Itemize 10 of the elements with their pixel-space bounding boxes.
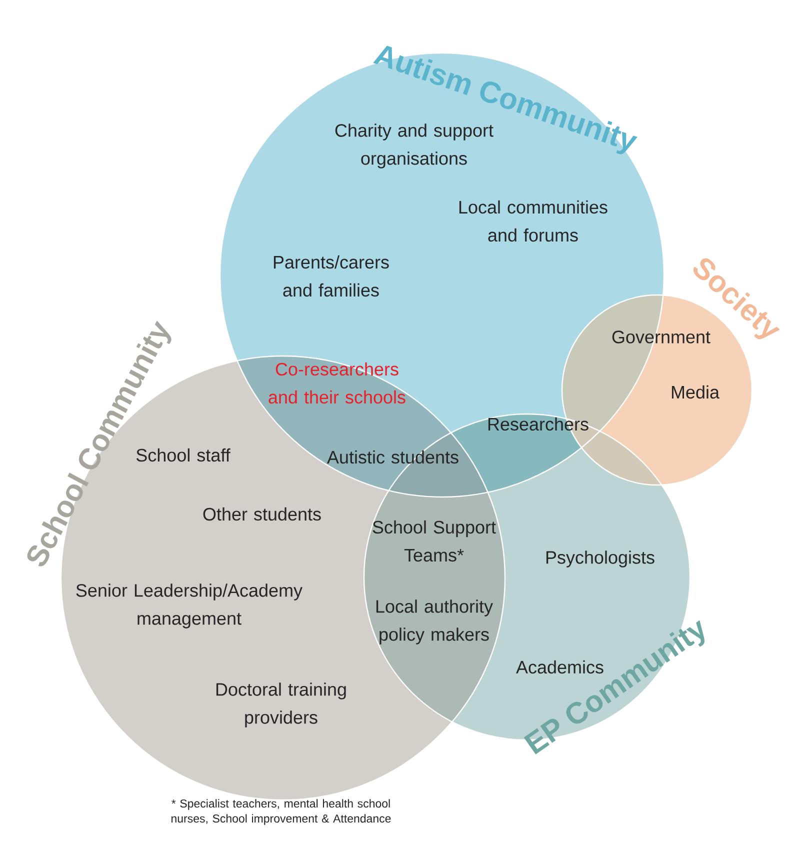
- group-label: Psychologists: [546, 550, 654, 568]
- group-label: Senior Leadership/Academy management: [76, 584, 302, 628]
- group-label: Local communities and forums: [459, 200, 608, 242]
- footnote: * Specialist teachers, mental health school nurses, School improvement & Attendance: [172, 799, 391, 825]
- group-label: Parents/carers and families: [274, 255, 389, 297]
- group-label: Media: [672, 385, 720, 399]
- group-label: School Support Teams*: [372, 520, 496, 562]
- group-label: Doctoral training providers: [216, 682, 346, 728]
- group-label: Other students: [203, 507, 321, 521]
- group-label: Local authority policy makers: [376, 600, 493, 644]
